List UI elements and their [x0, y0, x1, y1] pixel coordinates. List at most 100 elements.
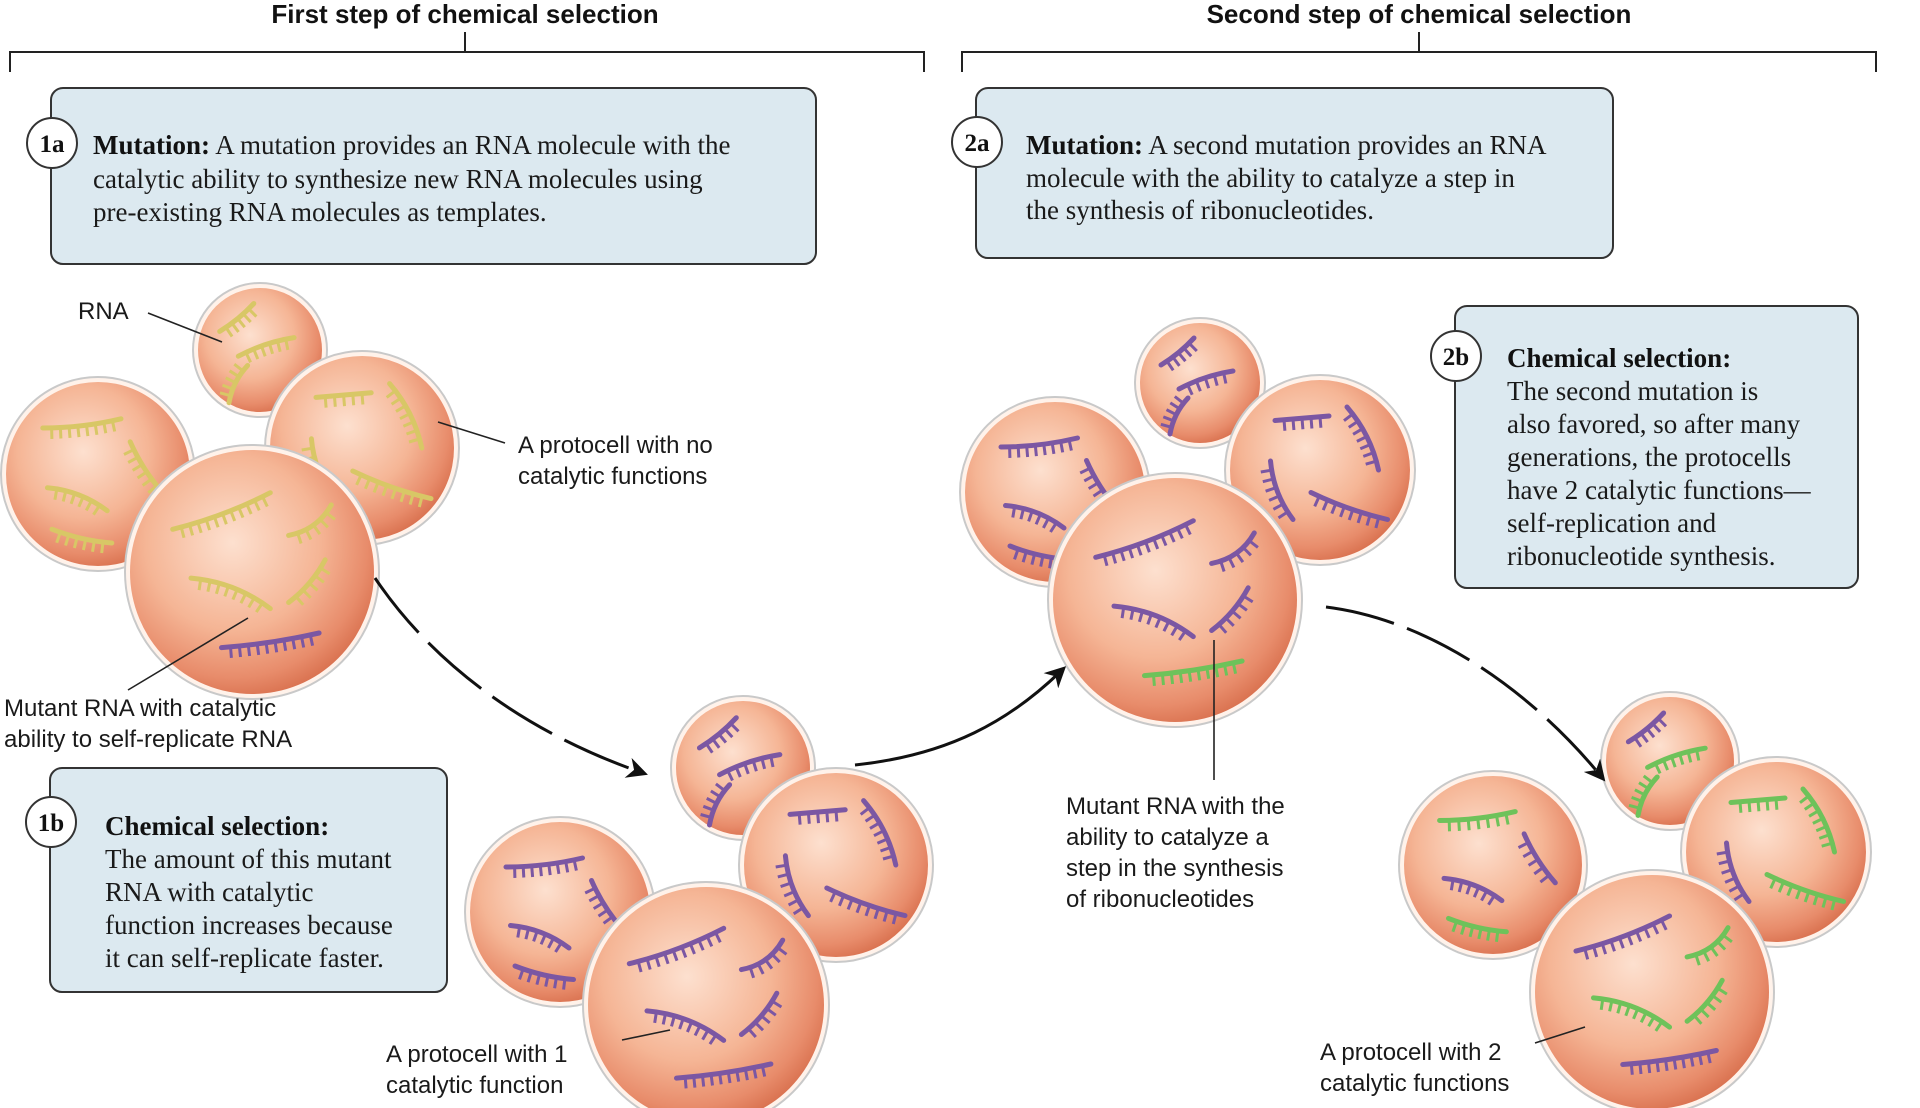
cluster-1-cell-0-rna-strand-0	[217, 301, 258, 338]
cluster-3-cell-3-rna-strand-1	[1209, 530, 1259, 572]
label-mutant-ribo-line-0: Mutant RNA with the	[1066, 793, 1285, 820]
protocell-cluster-mutant	[959, 317, 1416, 728]
cluster-4-cell-3	[1529, 869, 1775, 1108]
cluster-1-cell-1-rna-strand-3	[350, 468, 434, 508]
cluster-1-cell-0-rna-strand-2	[219, 363, 251, 406]
cluster-4-cell-0-rna-strand-0	[1625, 710, 1668, 748]
cluster-2-cell-3-rna-strand-4	[674, 1061, 774, 1089]
cluster-3-cell-0	[1134, 317, 1266, 449]
cluster-4-cell-1-rna-strand-3	[1764, 872, 1846, 911]
box-1a-line-1: catalytic ability to synthesize new RNA …	[93, 164, 703, 194]
leader-protocell-none	[437, 421, 506, 444]
protocell-cluster-no-function	[0, 282, 460, 700]
cluster-1-cell-3-rna-strand-2	[188, 575, 273, 613]
label-mutant-ribo-line-3: of ribonucleotides	[1066, 886, 1254, 913]
cluster-4-cell-0-rna-strand-2	[1628, 774, 1660, 818]
box-1a-line-0: A mutation provides an RNA molecule with…	[210, 130, 730, 160]
box-2b-line-3: have 2 catalytic functions—	[1507, 475, 1812, 505]
cluster-1-cell-2-rna-strand-0	[40, 416, 124, 439]
cluster-4-cell-3-rna-strand-0	[1573, 913, 1673, 960]
cluster-2-cell-0-rna-strand-0	[696, 715, 740, 754]
badge-1a	[26, 117, 78, 169]
cluster-3-cell-0-rna-strand-2	[1160, 395, 1191, 437]
box-2b-line-2: generations, the protocells	[1507, 442, 1791, 472]
cluster-1-cell-3	[124, 444, 380, 700]
cluster-3-cell-1-rna-strand-1	[1343, 404, 1381, 473]
cluster-3-cell-3-rna-strand-4	[1142, 658, 1245, 687]
box-2b-title: Chemical selection:	[1507, 343, 1731, 373]
cluster-3-cell-3-rna-strand-3	[1209, 585, 1254, 634]
step1-header: First step of chemical selection	[271, 0, 658, 29]
box-1b: 1b Chemical selection: The amount of thi…	[25, 767, 448, 993]
leader-rna	[147, 312, 223, 343]
label-protocell-two-line-1: catalytic functions	[1320, 1070, 1509, 1097]
box-1a-line-2: pre-existing RNA molecules as templates.	[93, 197, 547, 227]
cluster-2-cell-1-rna-strand-3	[824, 885, 908, 925]
box-1b-line-0: The amount of this mutant	[105, 844, 392, 874]
badge-2a	[951, 116, 1003, 168]
cluster-1-cell-1-rna-strand-1	[385, 381, 425, 451]
cluster-1-cell-0-rna-strand-1	[235, 335, 297, 363]
cluster-3-cell-3-rna-strand-2	[1111, 603, 1196, 641]
label-mutant-self-line-1: ability to self-replicate RNA	[4, 726, 292, 753]
cluster-2-cell-1-rna-strand-2	[775, 853, 811, 919]
box-2b-line-0: The second mutation is	[1507, 376, 1758, 406]
box-1a: 1a Mutation: A mutation provides an RNA …	[26, 87, 817, 265]
cluster-4-cell-2-rna-strand-0	[1437, 809, 1518, 832]
cluster-1-cell-2-rna-strand-3	[49, 526, 115, 554]
leader-protocell-two	[1534, 1026, 1586, 1044]
cluster-2-cell-2-rna-strand-2	[508, 923, 572, 953]
label-protocell-one-line-1: catalytic function	[386, 1072, 563, 1099]
cluster-4-cell-1-rna-strand-1	[1799, 786, 1837, 855]
cluster-3-cell-0-rna-strand-1	[1176, 368, 1236, 396]
cluster-2-cell-3	[582, 881, 830, 1108]
svg-text:Mutation: A mutation provides: Mutation: A mutation provides an RNA mol…	[93, 130, 730, 160]
cluster-2-cell-3-rna-strand-3	[738, 990, 783, 1038]
cluster-1-cell-3-rna-strand-4	[219, 630, 322, 659]
cluster-4-cell-2-rna-strand-1	[1517, 831, 1558, 886]
step2-header: Second step of chemical selection	[1207, 0, 1632, 29]
cluster-2-cell-2-rna-strand-0	[503, 855, 585, 878]
label-protocell-none-line-0: A protocell with no	[518, 432, 713, 459]
box-2a-title: Mutation:	[1026, 130, 1143, 160]
badge-2a-text: 2a	[965, 130, 991, 157]
cluster-3-cell-2-rna-strand-2	[1003, 503, 1067, 533]
cluster-1-cell-3-rna-strand-3	[286, 557, 331, 606]
box-2a-line-1: molecule with the ability to catalyze a …	[1026, 163, 1515, 193]
cluster-4-cell-1-rna-strand-0	[1728, 795, 1788, 813]
cluster-4-cell-0-rna-strand-1	[1645, 745, 1708, 775]
box-1b-line-2: function increases because	[105, 910, 393, 940]
cluster-3-cell-3	[1047, 472, 1303, 728]
badge-2b	[1430, 330, 1482, 382]
cluster-3-cell-3-rna-strand-0	[1093, 518, 1196, 567]
badge-1b	[25, 796, 77, 848]
cluster-2-cell-0-rna-strand-1	[717, 752, 783, 782]
box-2a-line-2: the synthesis of ribonucleotides.	[1026, 195, 1374, 225]
arrow-cluster2-to-cluster3	[854, 666, 1067, 767]
cluster-1-cell-1-rna-strand-0	[313, 390, 374, 408]
cluster-2-cell-3-rna-strand-2	[644, 1008, 727, 1045]
cluster-4-cell-3-rna-strand-3	[1684, 977, 1728, 1025]
label-rna: RNA	[78, 298, 129, 325]
cluster-2-cell-3-rna-strand-0	[626, 925, 727, 973]
cluster-1-cell-3-rna-strand-1	[286, 502, 336, 544]
cluster-2-cell-3-rna-strand-1	[738, 937, 788, 979]
leader-mutant-self	[127, 617, 249, 691]
label-protocell-none-line-1: catalytic functions	[518, 463, 707, 490]
box-2a-line-0: A second mutation provides an RNA	[1143, 130, 1547, 160]
cluster-4-cell-3-rna-strand-4	[1620, 1048, 1719, 1075]
label-protocell-one-line-0: A protocell with 1	[386, 1041, 567, 1068]
badge-1b-text: 1b	[38, 810, 64, 837]
box-1b-line-3: it can self-replicate faster.	[105, 943, 384, 973]
badge-1a-text: 1a	[40, 131, 66, 158]
leader-protocell-one	[621, 1029, 671, 1041]
step2-bracket	[961, 32, 1877, 72]
cluster-3-cell-1-rna-strand-2	[1260, 458, 1296, 522]
label-mutant-ribo-line-1: ability to catalyze a	[1066, 824, 1269, 851]
box-2b: 2b Chemical selection: The second mutati…	[1430, 305, 1859, 589]
cluster-3-cell-1-rna-strand-3	[1308, 490, 1390, 529]
step1-bracket	[9, 32, 925, 72]
cluster-3-cell-0-rna-strand-0	[1158, 335, 1198, 372]
cluster-2-cell-2-rna-strand-3	[512, 963, 576, 990]
